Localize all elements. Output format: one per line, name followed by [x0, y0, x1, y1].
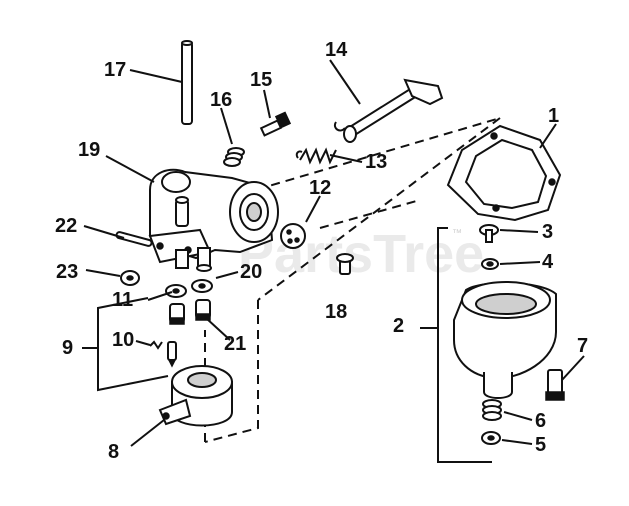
bracket-9 — [82, 297, 169, 392]
callout-17: 17 — [104, 59, 126, 81]
part-8-float — [158, 365, 233, 427]
callout-9: 9 — [62, 337, 73, 359]
callout-16: 16 — [210, 89, 232, 111]
callout-2: 2 — [393, 315, 404, 337]
callout-22: 22 — [55, 215, 77, 237]
callout-7: 7 — [577, 335, 588, 357]
part-12-plug — [280, 223, 306, 249]
part-1-gasket — [446, 124, 562, 222]
callout-14: 14 — [325, 39, 348, 61]
callout-1: 1 — [548, 105, 559, 127]
part-5-nut — [481, 431, 501, 445]
part-16-spring — [223, 147, 245, 167]
callout-12: 12 — [309, 177, 331, 199]
part-17-rod — [181, 40, 193, 125]
part-15-screw — [259, 111, 292, 137]
watermark-text: PartsTree — [238, 224, 484, 284]
callout-4: 4 — [542, 251, 554, 273]
callout-21: 21 — [224, 333, 246, 355]
part-18-screw — [336, 253, 354, 275]
part-21-seat — [169, 299, 211, 325]
part-19-carburetor-body — [148, 168, 279, 272]
part-14-lever — [334, 78, 444, 143]
callout-23: 23 — [56, 261, 78, 283]
part-23-washer — [120, 270, 140, 286]
part-11-gasket — [165, 284, 187, 298]
part-13-spring — [295, 147, 337, 165]
callout-18: 18 — [325, 301, 347, 323]
callout-5: 5 — [535, 434, 546, 456]
callout-10: 10 — [112, 329, 134, 351]
callout-6: 6 — [535, 410, 546, 432]
callout-15: 15 — [250, 69, 272, 91]
leader-lines — [83, 59, 585, 447]
callout-19: 19 — [78, 139, 100, 161]
part-7-bolt — [545, 369, 565, 401]
watermark-trademark: ™ — [452, 228, 462, 239]
part-2-float-bowl — [453, 281, 557, 399]
callout-11: 11 — [112, 289, 133, 311]
callout-20: 20 — [240, 261, 262, 283]
part-6-spring — [482, 399, 502, 421]
callout-3: 3 — [542, 221, 553, 243]
bracket-2 — [420, 227, 492, 463]
part-4-washer — [481, 258, 499, 270]
part-10-needle — [149, 340, 177, 368]
part-20-gasket — [191, 279, 213, 293]
part-3-valve — [479, 224, 499, 243]
callout-8: 8 — [108, 441, 119, 463]
callout-numbers: 1 2 3 4 5 6 7 8 9 10 11 12 13 14 15 16 1… — [55, 39, 588, 463]
part-22-pin — [115, 231, 153, 247]
callout-13: 13 — [365, 151, 387, 173]
